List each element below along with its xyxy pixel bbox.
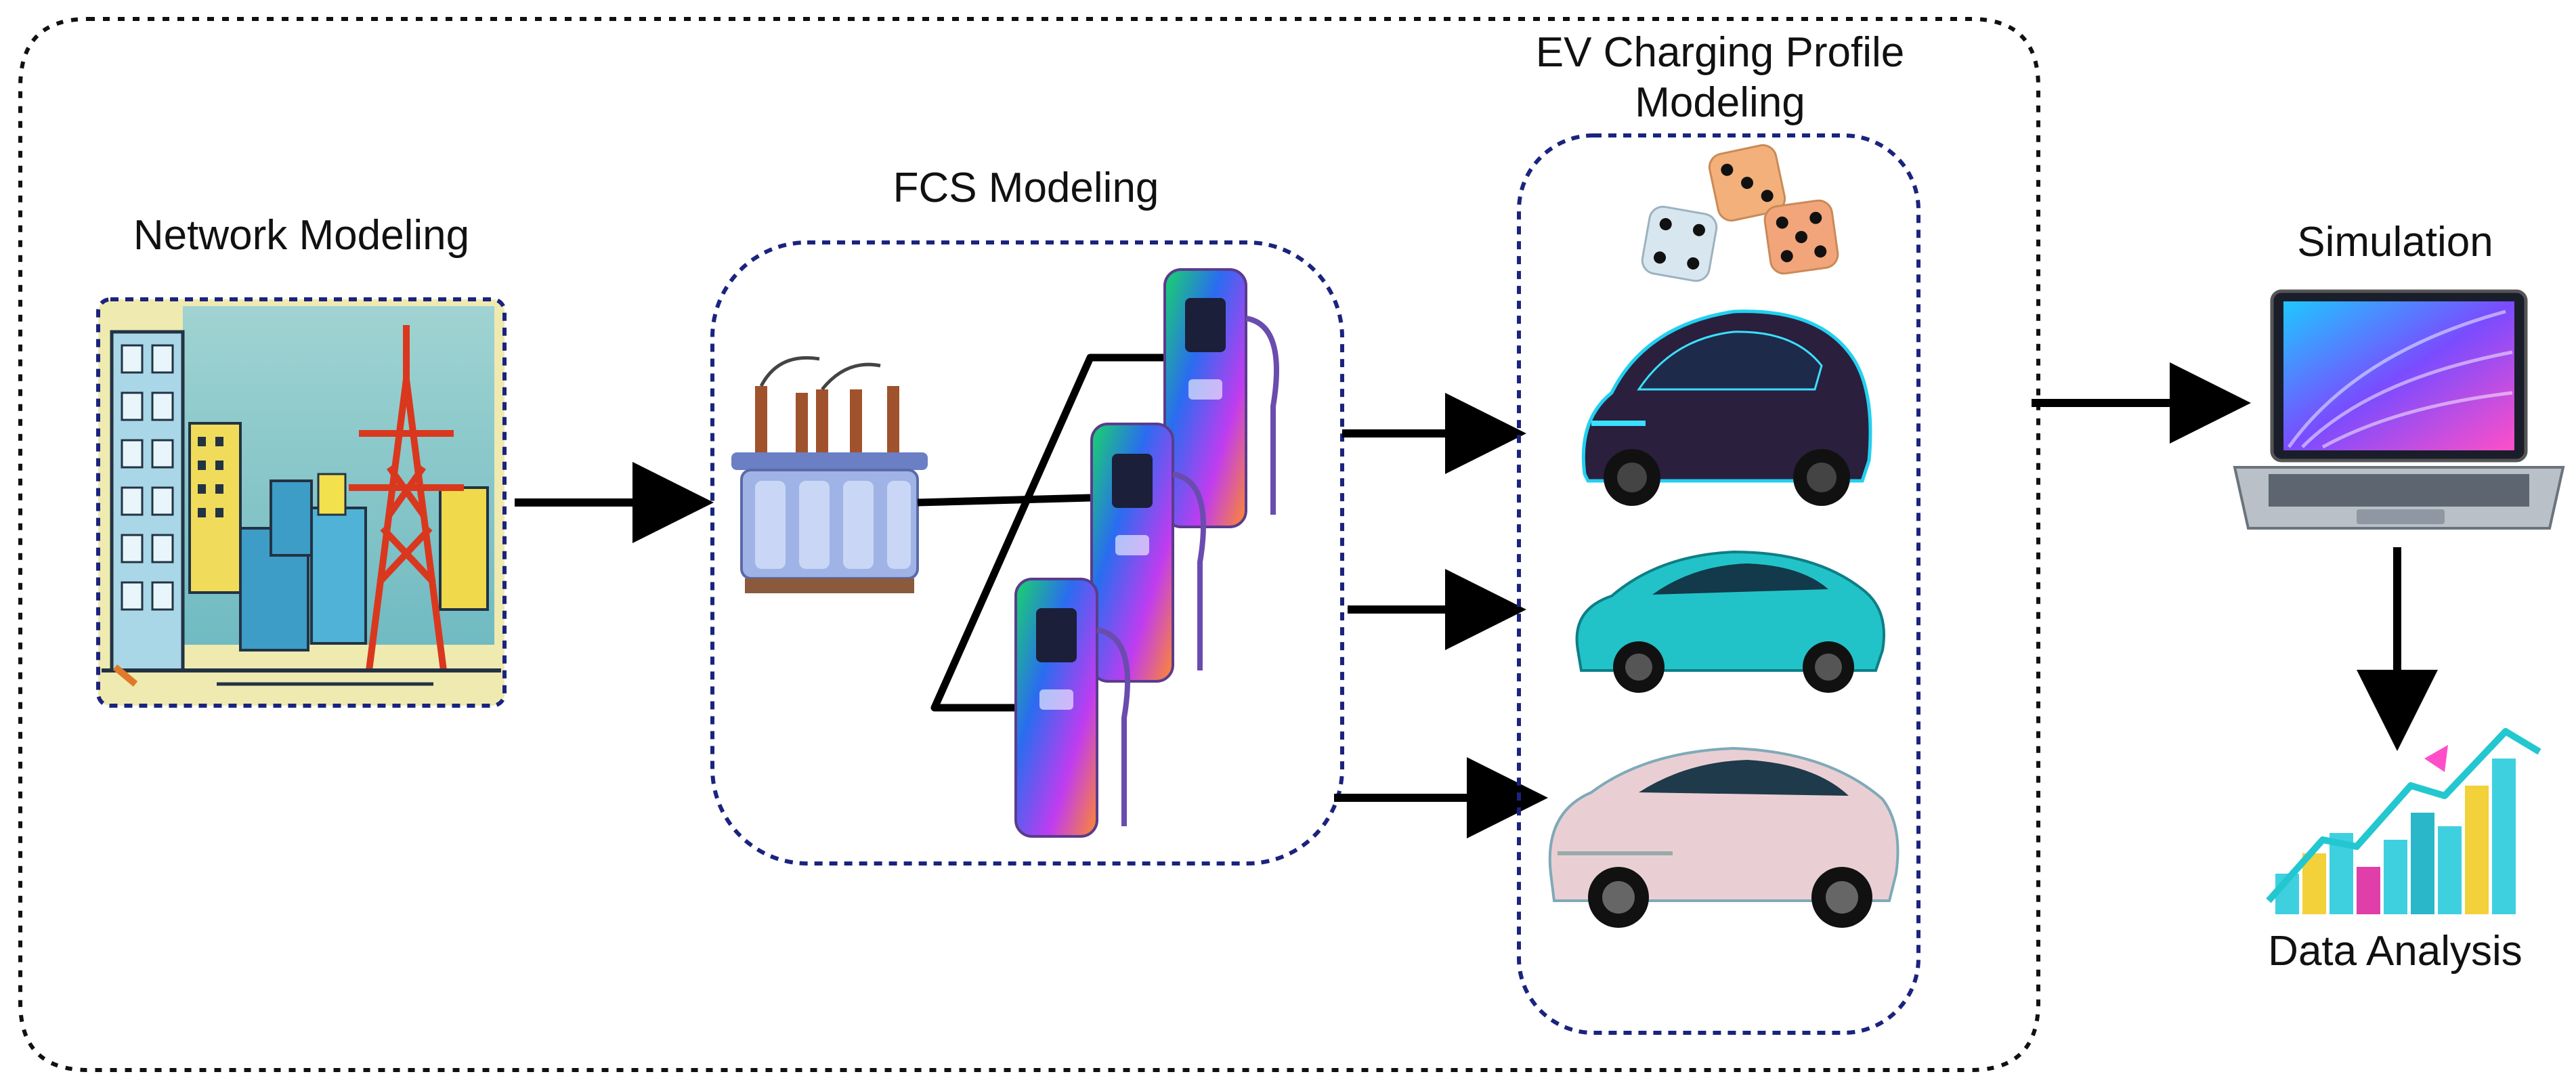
fcs-modeling-label: FCS Modeling (893, 165, 1159, 211)
network-modeling-label: Network Modeling (133, 212, 469, 259)
growth-chart-icon (2266, 728, 2541, 914)
fcs-group-border (710, 240, 1344, 866)
ev-profile-label-line2: Modeling (1635, 79, 1805, 126)
laptop-icon (2233, 289, 2565, 530)
charger-wiring (917, 354, 1165, 712)
electric-car-icon (1575, 550, 1885, 693)
electric-car-icon (1548, 746, 1899, 928)
ev-group-border (1517, 133, 1920, 1035)
outer-boundary (18, 17, 2040, 1072)
data-analysis-label: Data Analysis (2268, 928, 2523, 975)
transformer-icon (731, 356, 928, 593)
charging-station-icon (1090, 423, 1206, 683)
city-power-tower-icon (96, 297, 507, 708)
ev-profile-label-line1: EV Charging Profile (1536, 29, 1905, 76)
simulation-label: Simulation (2297, 219, 2493, 265)
charging-station-icon (1163, 268, 1279, 528)
electric-car-icon (1581, 309, 1872, 506)
charging-station-icon (1014, 578, 1130, 838)
dice-icon (1641, 144, 1839, 282)
